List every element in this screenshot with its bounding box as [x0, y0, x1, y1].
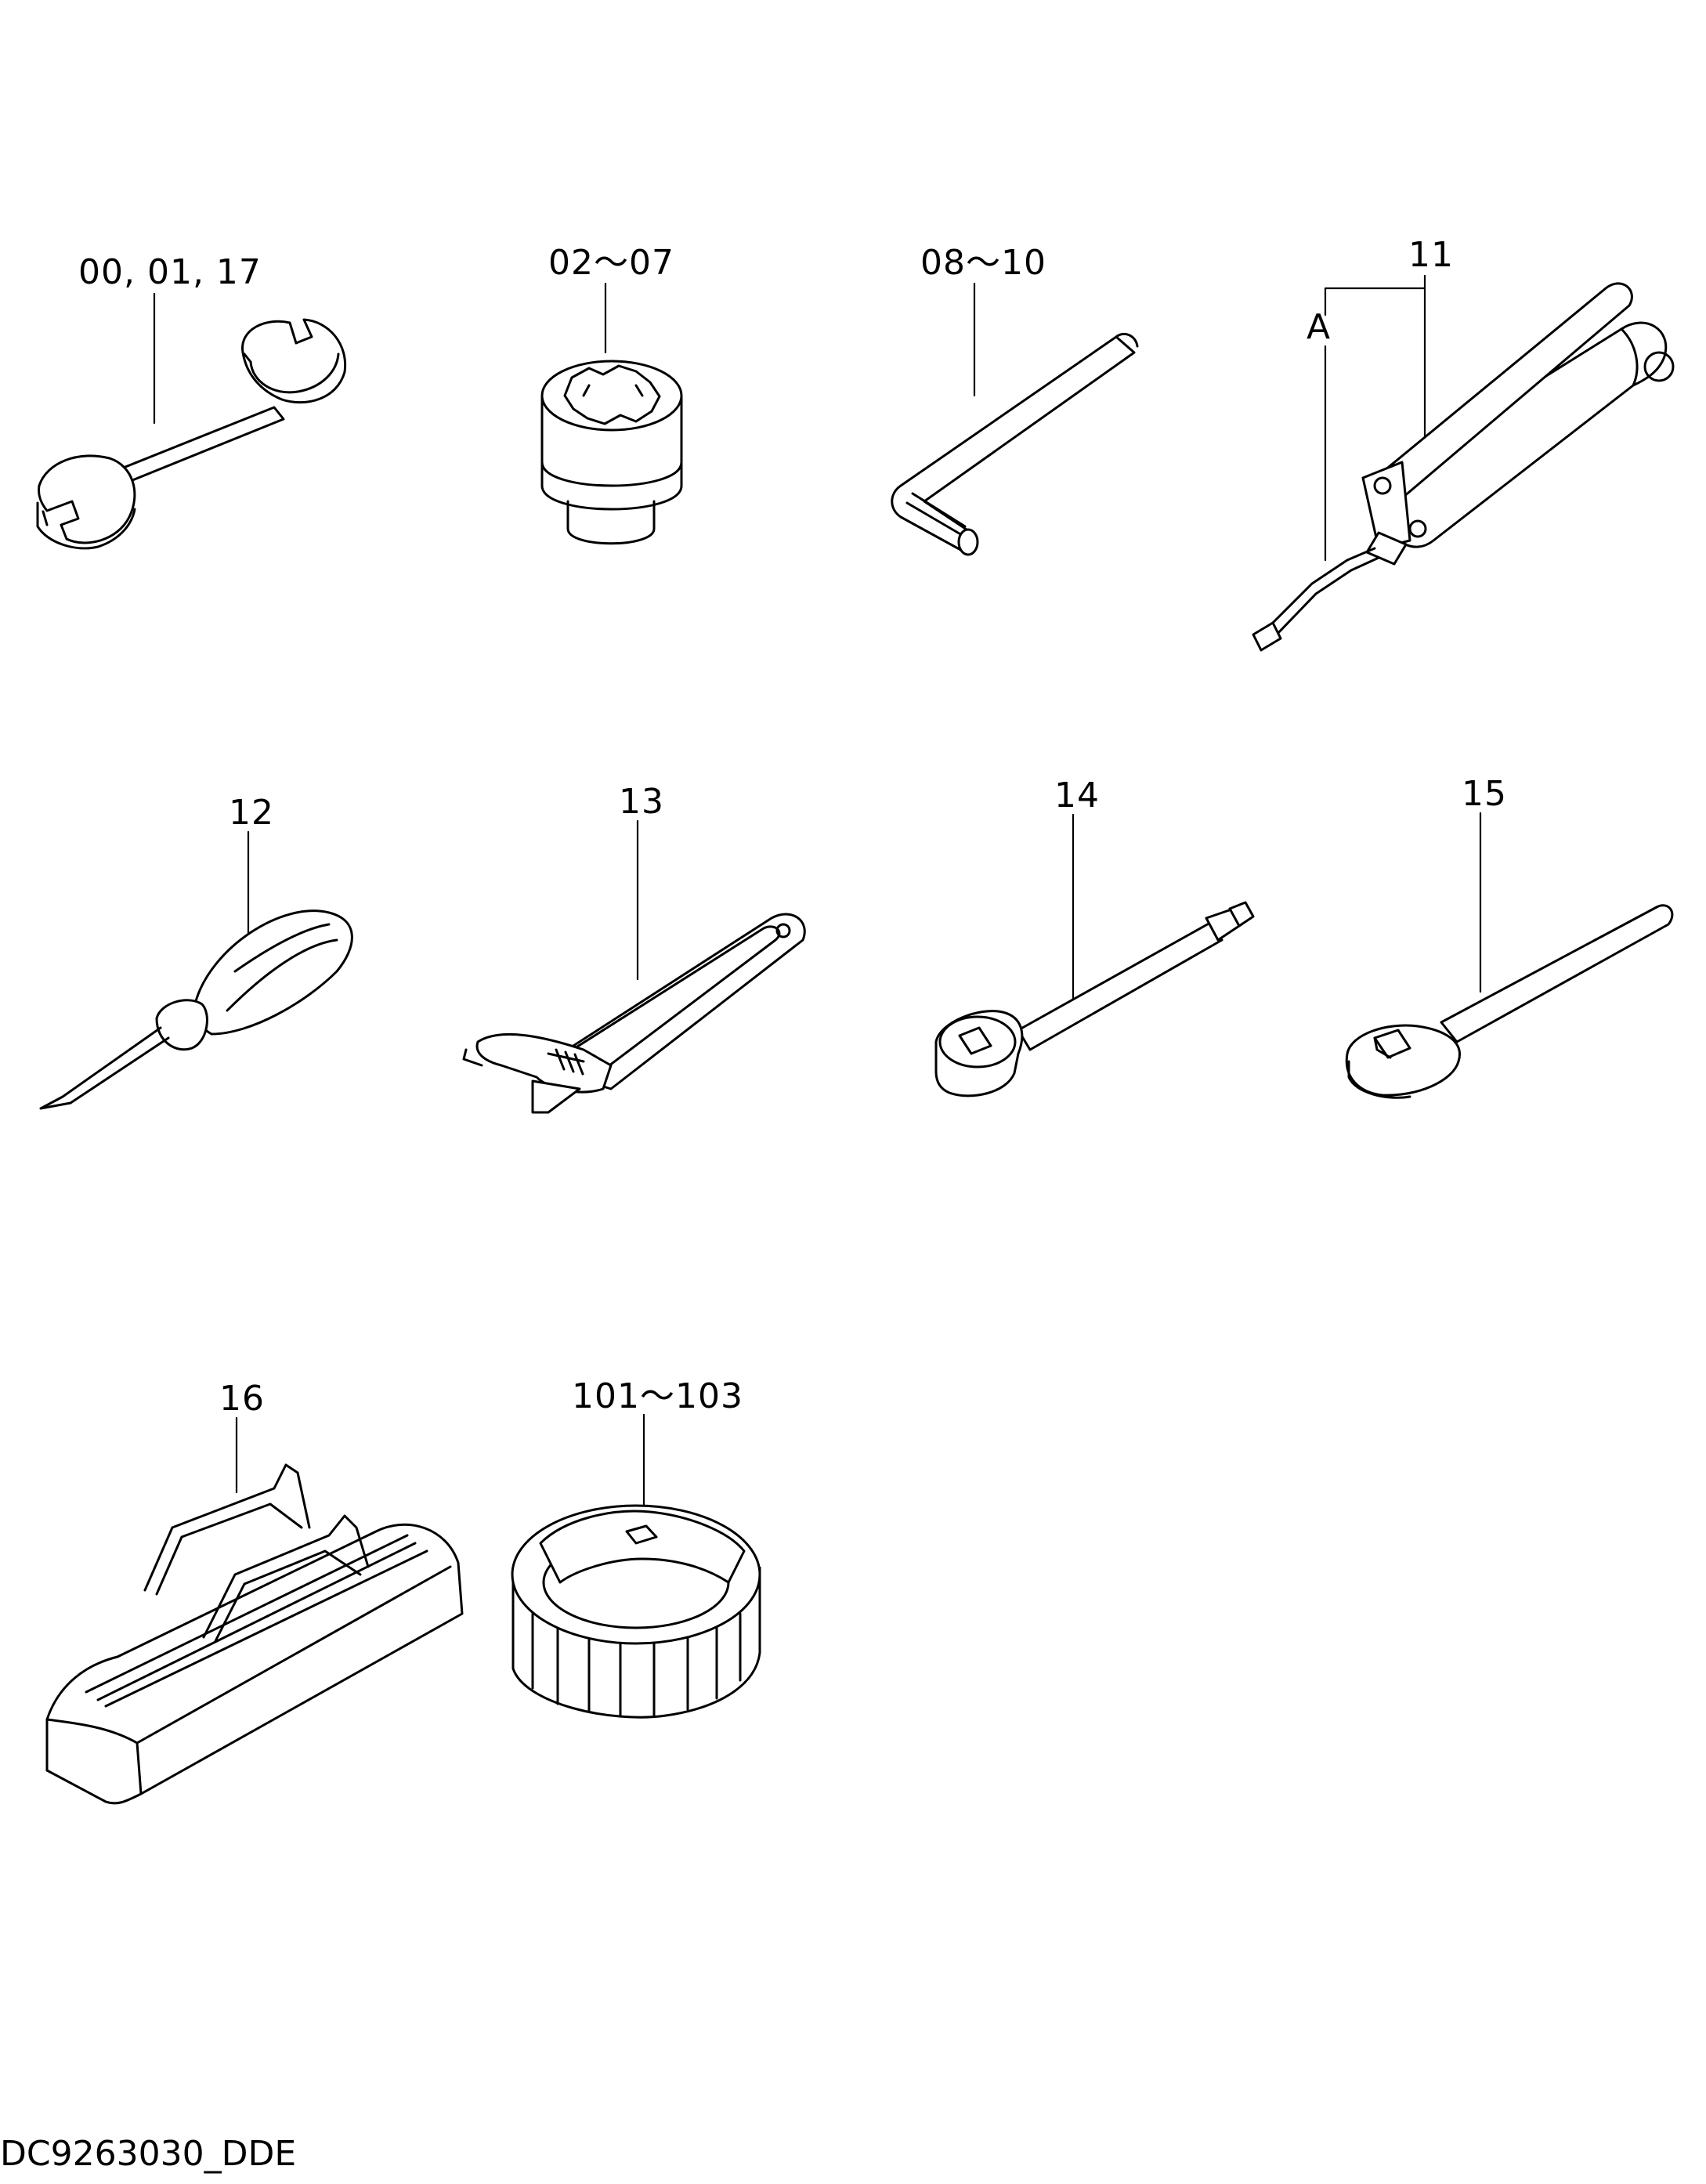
- screwdriver-illustration: [39, 909, 353, 1110]
- wrench-illustration: [36, 318, 347, 550]
- callout-label-filter-wrench: 101～103: [572, 1376, 743, 1416]
- adjustable-wrench-illustration: [462, 913, 806, 1114]
- callout-label-grease-gun: 11: [1408, 235, 1454, 275]
- leader-lines: [153, 274, 1482, 1515]
- callout-label-tool-bag: 16: [219, 1379, 265, 1419]
- ratchet-handle-illustration: [1345, 904, 1674, 1099]
- callout-label-screwdriver: 12: [229, 793, 274, 833]
- grease-gun-illustration: [1252, 282, 1675, 652]
- hex-key-illustration: [891, 333, 1139, 556]
- tool-bag-illustration: [45, 1463, 464, 1805]
- callout-label-ratchet-handle: 15: [1462, 774, 1507, 814]
- callout-label-wrench: 00, 01, 17: [78, 252, 262, 292]
- extension-bar-illustration: [934, 901, 1255, 1097]
- socket-illustration: [540, 360, 683, 545]
- drawing-code: DC9263030_DDE: [0, 2134, 297, 2174]
- callout-label-hex-key: 08～10: [920, 243, 1046, 283]
- callout-label-adjustable-wrench: 13: [619, 782, 664, 822]
- callout-label-grease-gun-hose: A: [1307, 307, 1331, 347]
- filter-wrench-illustration: [511, 1504, 761, 1719]
- callout-label-socket: 02～07: [548, 243, 674, 283]
- callout-label-extension-bar: 14: [1054, 776, 1100, 815]
